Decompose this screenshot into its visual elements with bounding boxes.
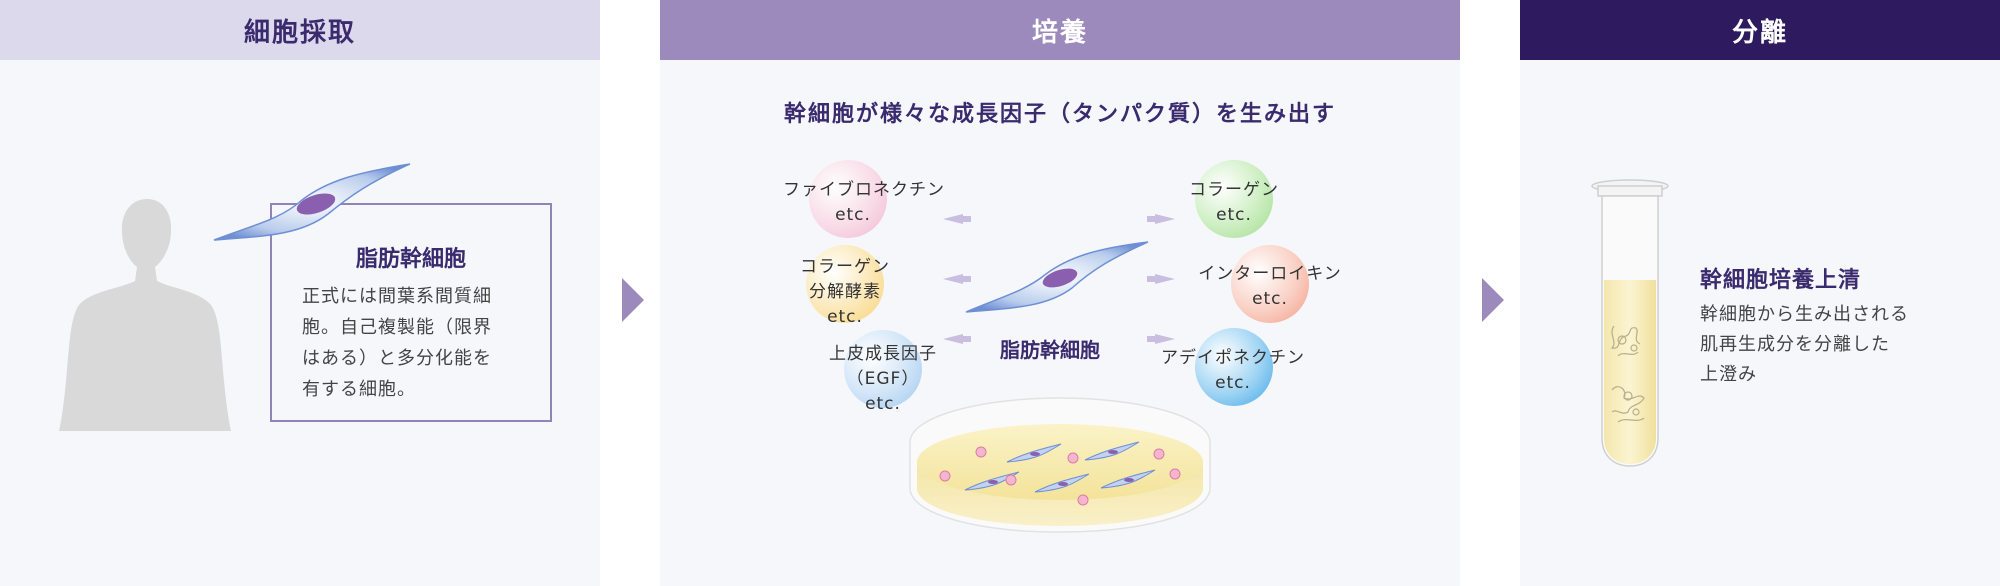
stage-header: 培養 — [660, 0, 1460, 60]
factor-label: アデイポネクチン etc. — [1161, 348, 1305, 393]
stage-header: 分離 — [1520, 0, 2000, 60]
test-tube-icon — [1591, 179, 1669, 467]
factor-sphere-left-3 — [844, 330, 922, 408]
supernatant-description: 幹細胞から生み出される 肌再生成分を分離した 上澄み — [1700, 304, 1909, 385]
stem-cell-icon — [965, 241, 1149, 313]
flow-arrow-1 — [622, 278, 644, 322]
cell-description: 正式には間葉系間質細 胞。自己複製能（限界 はある）と多分化能を 有する細胞。 — [302, 286, 492, 400]
factor-sphere-right-1 — [1195, 160, 1273, 238]
factor-label: 上皮成長因子 （EGF） etc. — [829, 344, 937, 414]
factor-label: コラーゲン etc. — [1189, 180, 1279, 225]
stem-cell-icon — [213, 163, 411, 241]
factor-sphere-left-1 — [809, 160, 887, 238]
supernatant-title: 幹細胞培養上清 — [1700, 268, 1862, 293]
right-arrows-icon — [1147, 214, 1175, 344]
factor-sphere-right-2 — [1231, 245, 1309, 323]
factor-sphere-right-3 — [1195, 328, 1273, 406]
factor-label: インターロイキン etc. — [1198, 264, 1342, 309]
culture-title: 幹細胞が様々な成長因子（タンパク質）を生み出す — [783, 102, 1336, 127]
human-silhouette-icon — [59, 199, 231, 431]
cell-name: 脂肪幹細胞 — [355, 247, 466, 272]
stage-cell-collection: 細胞採取 脂肪幹細胞 正式には間葉系間質細 胞。自己複製能（限界 はある）と多分… — [0, 0, 600, 586]
stage-header: 細胞採取 — [0, 0, 600, 60]
flow-arrow-2 — [1482, 278, 1504, 322]
cell-info-box: 脂肪幹細胞 正式には間葉系間質細 胞。自己複製能（限界 はある）と多分化能を 有… — [270, 203, 552, 422]
center-cell-label: 脂肪幹細胞 — [1000, 338, 1100, 362]
factor-label: コラーゲン 分解酵素 etc. — [800, 257, 890, 327]
petri-dish-icon — [909, 397, 1211, 533]
stage-separation: 分離 幹細胞培養上清 幹細胞から生み出される 肌再生成分を分離した 上澄み — [1520, 0, 2000, 586]
stage-culture: 培養 幹細胞が様々な成長因子（タンパク質）を生み出す ファイブロネクチン etc… — [660, 0, 1460, 586]
factor-label: ファイブロネクチン etc. — [783, 180, 945, 225]
factor-sphere-left-2 — [806, 245, 884, 323]
left-arrows-icon — [943, 214, 971, 344]
